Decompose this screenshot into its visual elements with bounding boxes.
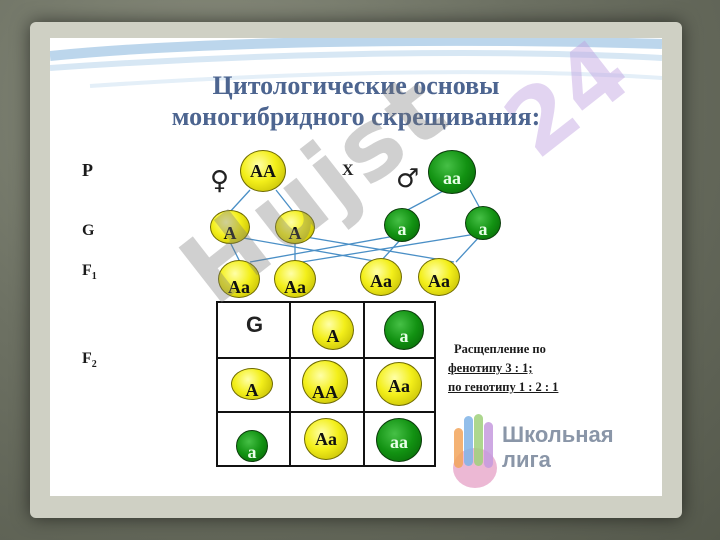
segregation-result: Расщепление по фенотипу 3 : 1; по геноти… xyxy=(448,340,558,397)
punnett-cell: Aa xyxy=(376,362,422,406)
punnett-cell: Aa xyxy=(304,418,348,460)
gamete-label: a xyxy=(397,218,407,239)
gamete-circle: a xyxy=(465,206,501,240)
label-p: P xyxy=(82,160,93,180)
parent-male-genotype: aa xyxy=(443,167,461,188)
logo-line-1: Школьная xyxy=(502,422,614,447)
gamete-circle: a xyxy=(384,208,420,242)
label-f2: F2 xyxy=(82,350,97,370)
grid-line xyxy=(218,411,434,413)
f1-circle: Aa xyxy=(360,258,402,296)
result-line-3: по генотипу 1 : 2 : 1 xyxy=(448,380,559,394)
f1-circle: Aa xyxy=(274,260,316,298)
punnett-row-header-label: a xyxy=(247,441,257,462)
grid-line xyxy=(218,357,434,359)
header-swoosh xyxy=(50,38,662,88)
label-f2-text: F xyxy=(82,350,92,367)
gamete-circle: A xyxy=(275,210,315,244)
label-f2-sub: 2 xyxy=(91,359,97,371)
title-line-2: моногибридного скрещивания: xyxy=(171,102,541,131)
grid-line xyxy=(289,303,291,465)
f1-genotype: Aa xyxy=(228,276,250,297)
punnett-grid xyxy=(216,301,436,467)
logo-hand-icon xyxy=(453,414,497,488)
f1-genotype: Aa xyxy=(284,276,306,297)
punnett-row-header: A xyxy=(231,368,273,400)
punnett-cell-genotype: Aa xyxy=(388,375,410,396)
punnett-col-header-label: a xyxy=(399,325,409,346)
cross-lines xyxy=(227,189,483,263)
f1-circle: Aa xyxy=(418,258,460,296)
parent-female-circle: AA xyxy=(240,150,286,192)
punnett-row-header: a xyxy=(236,430,268,462)
female-symbol-icon: ♀ xyxy=(210,166,230,196)
label-f1-text: F xyxy=(82,262,92,279)
cross-symbol: X xyxy=(342,162,354,179)
punnett-row-header-label: A xyxy=(245,379,259,400)
page-title: Цитологические основы моногибридного скр… xyxy=(50,70,662,132)
punnett-corner-label: G xyxy=(246,312,264,337)
punnett-cell: aa xyxy=(376,418,422,462)
punnett-cell: AA xyxy=(302,360,348,404)
gamete-label: a xyxy=(478,218,488,239)
gamete-label: A xyxy=(223,222,237,243)
logo-text: Школьная лига xyxy=(502,422,614,472)
result-line-1: Расщепление по xyxy=(454,342,546,356)
label-f1-sub: 1 xyxy=(91,271,97,283)
parent-female-genotype: AA xyxy=(250,160,276,181)
label-f1: F1 xyxy=(82,262,97,282)
slide: 24 Цитологические основы моногибридного … xyxy=(50,38,662,496)
punnett-cell-genotype: Aa xyxy=(315,428,337,449)
f1-genotype: Aa xyxy=(428,270,450,291)
f1-circle: Aa xyxy=(218,260,260,298)
label-g: G xyxy=(82,222,95,239)
title-line-1: Цитологические основы xyxy=(212,71,500,100)
punnett-cell-genotype: aa xyxy=(390,431,408,452)
result-line-2: фенотипу 3 : 1; xyxy=(448,361,533,375)
grid-line xyxy=(363,303,365,465)
male-symbol-icon: ♂ xyxy=(396,164,420,194)
gamete-label: A xyxy=(288,222,302,243)
punnett-cell-genotype: AA xyxy=(312,381,338,402)
punnett-col-header: a xyxy=(384,310,424,350)
punnett-col-header: A xyxy=(312,310,354,350)
logo-line-2: лига xyxy=(502,447,551,472)
gamete-circle: A xyxy=(210,210,250,244)
parent-male-circle: aa xyxy=(428,150,476,194)
punnett-col-header-label: A xyxy=(326,325,340,346)
f1-genotype: Aa xyxy=(370,270,392,291)
